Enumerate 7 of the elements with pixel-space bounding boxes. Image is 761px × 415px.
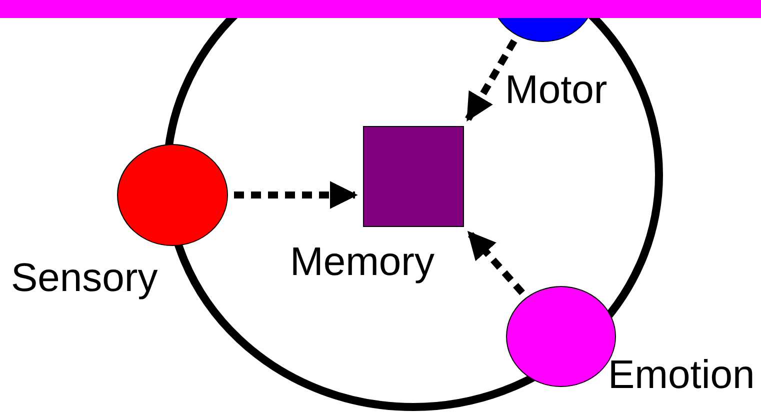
node-label: Sensory bbox=[11, 255, 158, 301]
dashed-arrow bbox=[465, 39, 518, 122]
node-label: Motor bbox=[505, 67, 608, 113]
node-label: Memory bbox=[290, 239, 434, 285]
node-label: Emotion bbox=[608, 352, 755, 398]
dashed-arrow bbox=[466, 230, 525, 296]
dashed-arrow bbox=[234, 181, 358, 209]
